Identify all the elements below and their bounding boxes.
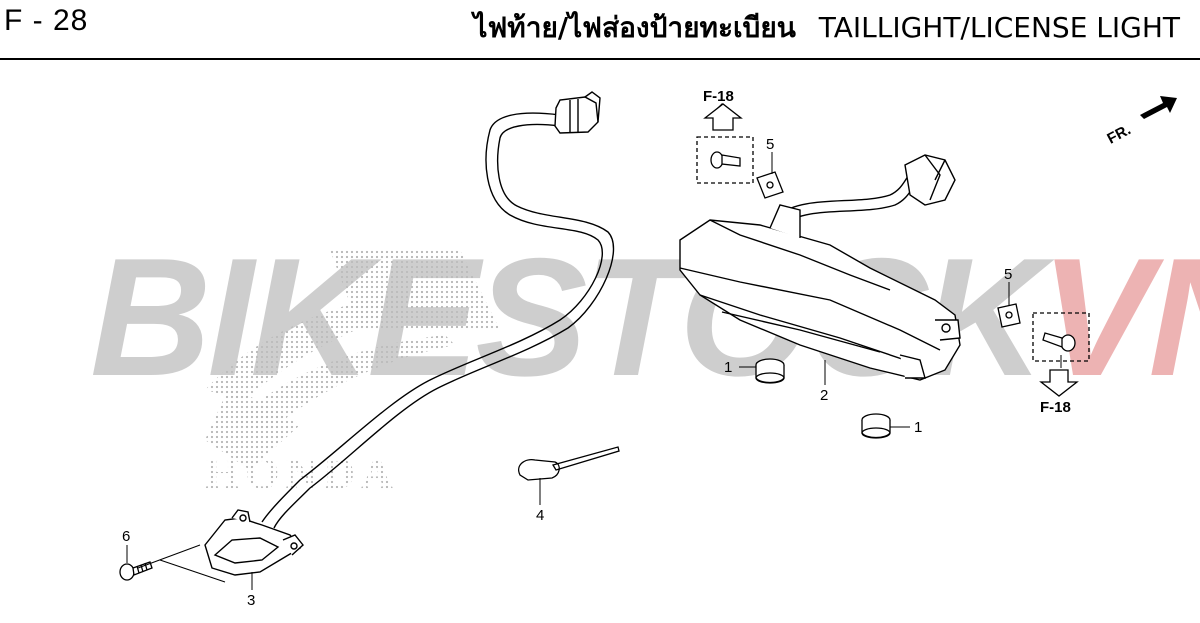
clip-nut-upper	[756, 171, 784, 199]
callout-1a: 1	[724, 359, 732, 376]
watermark: HONDA BIKESTOCKVN	[90, 223, 1200, 498]
page-header: F - 28 ไฟท้าย/ไฟส่องป้ายทะเบียน TAILLIGH…	[0, 0, 1200, 58]
callout-4: 4	[536, 507, 544, 524]
ref-arrow-top	[703, 103, 743, 131]
callout-6: 6	[122, 528, 130, 545]
page-title: ไฟท้าย/ไฟส่องป้ายทะเบียน TAILLIGHT/LICEN…	[473, 6, 1180, 50]
license-light-harness	[261, 91, 615, 529]
front-arrow-icon	[1140, 96, 1177, 119]
leader-lines-right	[739, 152, 1010, 428]
license-screw	[119, 561, 153, 581]
honda-logo-text: HONDA	[205, 449, 399, 498]
front-direction-indicator: FR.	[1104, 96, 1177, 148]
callout-3: 3	[247, 592, 255, 609]
title-english: TAILLIGHT/LICENSE LIGHT	[818, 11, 1180, 44]
ref-label-top: F-18	[703, 88, 734, 105]
cable-tie	[518, 446, 620, 505]
front-label: FR.	[1104, 121, 1133, 147]
license-light-housing	[204, 509, 304, 576]
callout-2: 2	[820, 387, 828, 404]
title-thai: ไฟท้าย/ไฟส่องป้ายทะเบียน	[473, 11, 796, 44]
honda-wing-logo: HONDA	[205, 250, 500, 498]
header-rule	[0, 58, 1200, 60]
ref-arrow-right	[1039, 369, 1079, 397]
ref-label-right: F-18	[1040, 399, 1071, 416]
leader-lines-left	[126, 544, 253, 590]
bolt-upper	[696, 136, 754, 184]
clip-nut-right	[997, 303, 1021, 328]
page-code: F - 28	[4, 4, 89, 37]
grommet-upper	[755, 358, 785, 384]
callout-5b: 5	[1004, 266, 1012, 283]
taillight-assembly	[679, 154, 961, 381]
bolt-right	[1032, 312, 1090, 362]
callout-5a: 5	[766, 136, 774, 153]
callout-1b: 1	[914, 419, 922, 436]
grommet-lower	[861, 413, 891, 439]
